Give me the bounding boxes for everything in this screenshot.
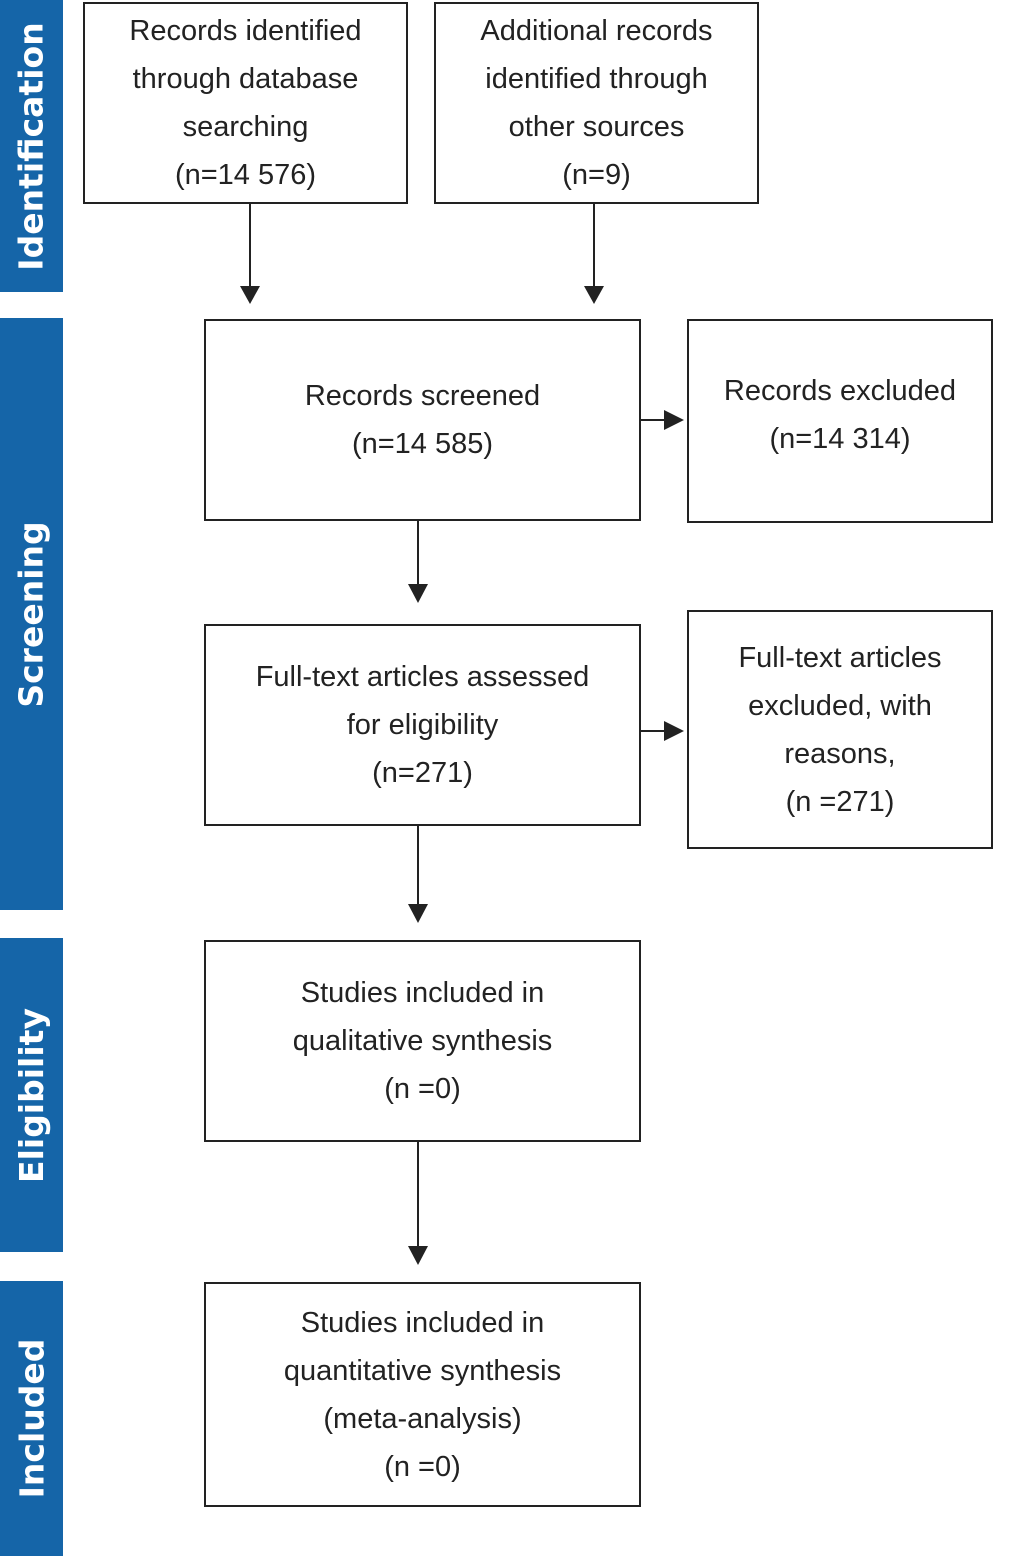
- box-records-screened: Records screened (n=14 585): [204, 319, 641, 521]
- box-line: Full-text articles: [738, 641, 942, 674]
- arrowhead-down: [584, 286, 604, 304]
- box-count: (n=14 314): [769, 423, 911, 455]
- box-line: qualitative synthesis: [292, 1025, 553, 1057]
- box-count: (n=14 585): [351, 428, 494, 460]
- box-count: (n=14 576): [174, 159, 317, 191]
- box-line: quantitative synthesis: [283, 1354, 562, 1387]
- box-line: Records excluded: [723, 375, 957, 407]
- arrowhead-right: [664, 410, 684, 430]
- arrowhead-down: [408, 584, 428, 603]
- box-database-search: Records identified through database sear…: [83, 2, 408, 204]
- arrowhead-right: [664, 721, 684, 741]
- box-line: for eligibility: [346, 709, 499, 741]
- arrowhead-down: [240, 286, 260, 304]
- box-other-sources: Additional records identified through ot…: [434, 2, 759, 204]
- box-fulltext-excluded: Full-text articles excluded, with reason…: [687, 610, 993, 849]
- box-count: (n =0): [384, 1073, 461, 1105]
- box-count: (n=9): [562, 159, 631, 191]
- box-line: excluded, with: [748, 689, 932, 722]
- box-line: Additional records: [480, 15, 713, 47]
- box-line: through database: [132, 63, 359, 95]
- box-count: (n=271): [372, 757, 473, 789]
- box-qualitative-synthesis: Studies included in qualitative synthesi…: [204, 940, 641, 1142]
- box-count: (n =0): [384, 1450, 461, 1483]
- box-line: Records screened: [304, 380, 541, 412]
- box-line: reasons,: [784, 737, 896, 770]
- phase-identification: Identification: [0, 0, 63, 292]
- box-line: Studies included in: [300, 977, 545, 1009]
- box-line: searching: [182, 111, 309, 143]
- box-quantitative-synthesis: Studies included in quantitative synthes…: [204, 1282, 641, 1507]
- box-count: (n =271): [785, 785, 895, 818]
- box-line: Records identified: [129, 15, 362, 47]
- box-line: identified through: [485, 63, 708, 95]
- arrowhead-down: [408, 904, 428, 923]
- phase-screening: Screening: [0, 318, 63, 910]
- box-records-excluded: Records excluded (n=14 314): [687, 319, 993, 523]
- phase-eligibility: Eligibility: [0, 938, 63, 1252]
- box-line: Studies included in: [300, 1306, 545, 1339]
- box-line: (meta-analysis): [323, 1402, 522, 1435]
- phase-included: Included: [0, 1281, 63, 1556]
- box-line: Full-text articles assessed: [255, 661, 590, 693]
- arrowhead-down: [408, 1246, 428, 1265]
- box-fulltext-assessed: Full-text articles assessed for eligibil…: [204, 624, 641, 826]
- box-line: other sources: [508, 111, 685, 143]
